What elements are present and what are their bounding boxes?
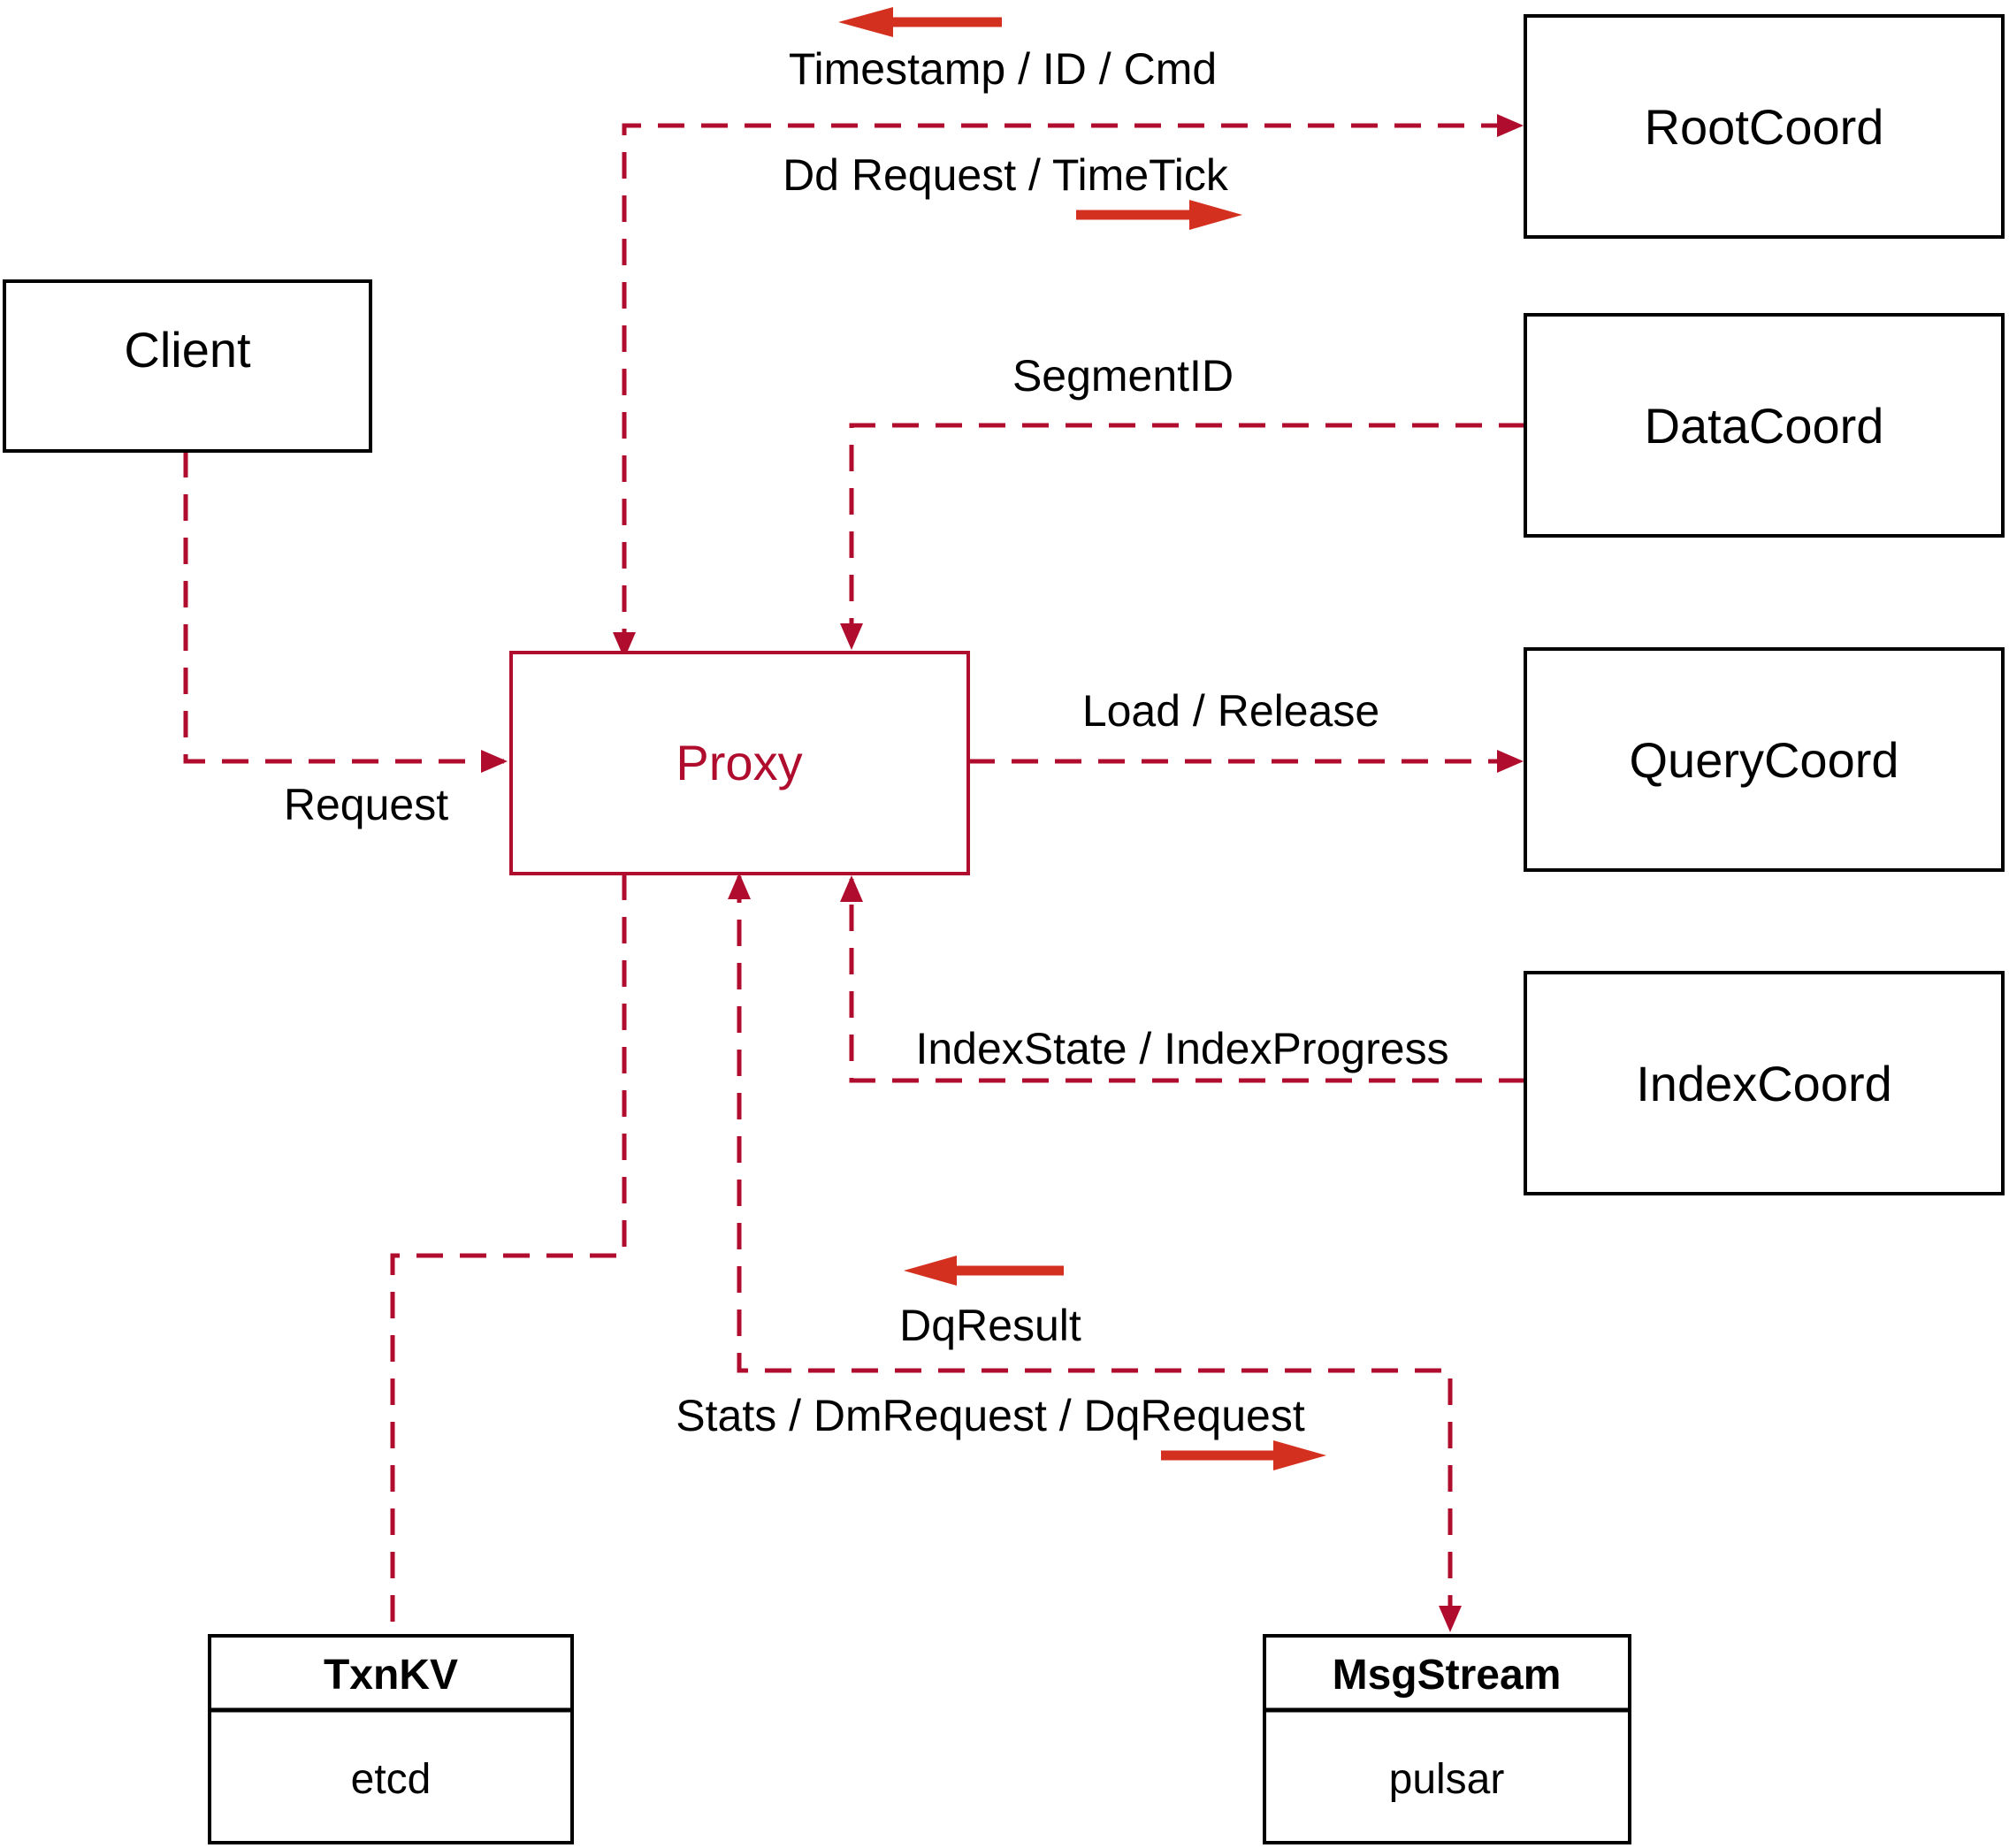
- node-indexcoord-label: IndexCoord: [1636, 1056, 1892, 1111]
- node-rootcoord-label: RootCoord: [1645, 99, 1884, 155]
- node-datacoord-box: [1524, 313, 2005, 538]
- edge-label-segment-id: SegmentID: [1012, 351, 1234, 401]
- node-datacoord-label: DataCoord: [1645, 398, 1884, 454]
- node-txnkv-title: TxnKV: [324, 1652, 458, 1699]
- edge-client-to-proxy: [183, 451, 508, 773]
- edge-datacoord-to-proxy: [840, 423, 1525, 650]
- node-msgstream-impl: pulsar: [1389, 1756, 1505, 1803]
- arrow-left-icon: [838, 7, 1002, 37]
- edge-proxy-msgstream: [728, 873, 1462, 1632]
- edge-label-timestamp-id-cmd: Timestamp / ID / Cmd: [789, 44, 1217, 94]
- node-txnkv-impl: etcd: [351, 1756, 432, 1803]
- edge-label-load-release: Load / Release: [1082, 686, 1379, 736]
- edge-label-dd-request-timetick: Dd Request / TimeTick: [783, 150, 1229, 200]
- edge-label-stats-dm-dq: Stats / DmRequest / DqRequest: [676, 1391, 1305, 1440]
- node-indexcoord-box: [1524, 971, 2005, 1195]
- node-proxy-box: [509, 651, 970, 875]
- edge-label-request: Request: [284, 780, 448, 829]
- node-msgstream-box: [1263, 1634, 1631, 1844]
- node-client-box: [3, 279, 372, 453]
- edge-proxy-to-txnkv: [390, 874, 627, 1634]
- node-msgstream-title: MsgStream: [1333, 1652, 1562, 1699]
- arrow-left-icon: [904, 1256, 1064, 1286]
- node-txnkv-box: [208, 1634, 574, 1844]
- arrow-right-icon: [1076, 200, 1242, 230]
- edge-label-dq-result: DqResult: [899, 1301, 1081, 1350]
- node-client-label: Client: [124, 322, 251, 378]
- node-querycoord-label: QueryCoord: [1629, 732, 1898, 788]
- arrow-right-icon: [1161, 1440, 1326, 1470]
- edge-proxy-rootcoord: [613, 114, 1524, 659]
- node-proxy-label: Proxy: [676, 735, 802, 790]
- node-rootcoord-box: [1524, 14, 2005, 239]
- edge-label-index-state: IndexState / IndexProgress: [915, 1024, 1448, 1073]
- node-querycoord-box: [1524, 647, 2005, 872]
